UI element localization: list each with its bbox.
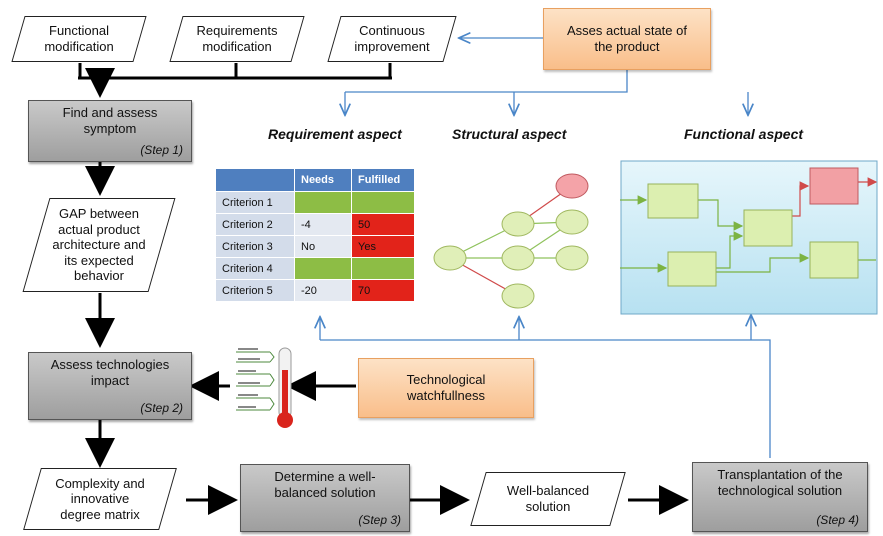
criterion-fulfilled: 50 <box>351 213 415 236</box>
assess-state-label: Asses actual state of the product <box>567 23 687 54</box>
step4-label: Transplantation of the technological sol… <box>717 467 843 498</box>
criterion-name: Criterion 5 <box>215 279 295 302</box>
functional-modification-label: Functional modification <box>44 23 114 54</box>
thermometer-icon <box>236 347 293 428</box>
criterion-name: Criterion 1 <box>215 191 295 214</box>
main-flow-arrows <box>85 162 689 515</box>
criterion-name: Criterion 2 <box>215 213 295 236</box>
input-merge-lines <box>78 63 392 98</box>
structural-aspect-heading: Structural aspect <box>452 126 567 142</box>
watchfulness-label: Technological watchfullness <box>406 372 486 403</box>
criteria-header-fulfilled: Fulfilled <box>351 168 415 192</box>
gap-box: GAP between actual product architecture … <box>22 198 176 292</box>
criterion-fulfilled <box>351 191 415 214</box>
requirements-modification-label: Requirements modification <box>196 23 278 54</box>
watchfulness-box: Technological watchfullness <box>358 358 534 418</box>
criteria-header-row: Needs Fulfilled <box>215 168 415 192</box>
step1-box: Find and assess symptom (Step 1) <box>28 100 192 162</box>
criteria-row: Criterion 4 <box>215 257 415 280</box>
function-block <box>667 251 717 287</box>
criterion-needs: -4 <box>294 213 352 236</box>
step1-tag: (Step 1) <box>140 142 183 157</box>
structure-node-failing <box>555 173 589 199</box>
criterion-name: Criterion 3 <box>215 235 295 258</box>
functional-aspect-heading: Functional aspect <box>684 126 804 142</box>
feedback-lines <box>320 38 771 458</box>
requirements-modification-box: Requirements modification <box>169 16 305 62</box>
criterion-needs: No <box>294 235 352 258</box>
step1-label: Find and assess symptom <box>62 105 158 136</box>
criterion-name: Criterion 4 <box>215 257 295 280</box>
step3-label: Determine a well- balanced solution <box>274 469 376 500</box>
structure-node <box>555 209 589 235</box>
continuous-improvement-label: Continuous improvement <box>354 23 430 54</box>
criterion-needs <box>294 257 352 280</box>
well-balanced-solution-box: Well-balanced solution <box>470 472 626 526</box>
step4-box: Transplantation of the technological sol… <box>692 462 868 532</box>
criterion-fulfilled <box>351 257 415 280</box>
step4-tag: (Step 4) <box>816 512 859 527</box>
assess-state-box: Asses actual state of the product <box>543 8 711 70</box>
requirement-aspect-heading: Requirement aspect <box>268 126 402 142</box>
gap-label: GAP between actual product architecture … <box>52 206 146 284</box>
step2-box: Assess technologies impact (Step 2) <box>28 352 192 420</box>
structure-node <box>501 245 535 271</box>
function-block <box>647 183 699 219</box>
step3-box: Determine a well- balanced solution (Ste… <box>240 464 410 532</box>
criterion-needs: -20 <box>294 279 352 302</box>
criterion-needs <box>294 191 352 214</box>
criterion-fulfilled: 70 <box>351 279 415 302</box>
function-block-failing <box>809 167 859 205</box>
function-block <box>743 209 793 247</box>
complexity-matrix-label: Complexity and innovative degree matrix <box>55 475 145 522</box>
step3-tag: (Step 3) <box>358 512 401 527</box>
step2-tag: (Step 2) <box>140 400 183 415</box>
criteria-row: Criterion 1 <box>215 191 415 214</box>
structure-node <box>433 245 467 271</box>
functional-diagram <box>620 160 878 315</box>
step2-label: Assess technologies impact <box>50 357 170 388</box>
function-block <box>809 241 859 279</box>
complexity-matrix-box: Complexity and innovative degree matrix <box>23 468 177 530</box>
structural-graph <box>433 173 589 309</box>
continuous-improvement-box: Continuous improvement <box>327 16 457 62</box>
functional-modification-box: Functional modification <box>11 16 147 62</box>
structure-node <box>501 211 535 237</box>
criteria-header-needs: Needs <box>294 168 352 192</box>
criterion-fulfilled: Yes <box>351 235 415 258</box>
structure-node <box>501 283 535 309</box>
well-balanced-solution-label: Well-balanced solution <box>506 483 590 514</box>
criteria-header-blank <box>215 168 295 192</box>
structure-node <box>555 245 589 271</box>
